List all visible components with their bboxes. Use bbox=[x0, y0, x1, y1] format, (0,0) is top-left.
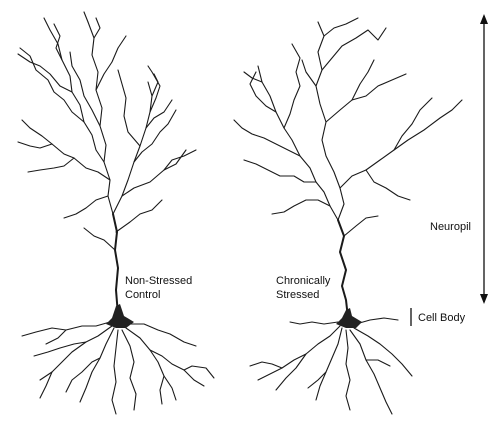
stressed-basal-dendrites bbox=[250, 318, 412, 414]
control-apical-dendrites bbox=[18, 12, 196, 315]
control-cell-body bbox=[106, 304, 134, 328]
stressed-cell-body bbox=[336, 308, 362, 328]
stressed-label-line1: Chronically bbox=[276, 275, 331, 287]
control-label-line2: Control bbox=[125, 289, 160, 301]
neuron-stressed bbox=[234, 18, 462, 414]
stressed-apical-dendrites bbox=[234, 18, 462, 318]
control-label-line1: Non-Stressed bbox=[125, 275, 192, 287]
neuropil-scale-arrow bbox=[480, 14, 488, 304]
neuron-control bbox=[18, 12, 214, 414]
control-basal-dendrites bbox=[22, 322, 214, 414]
neuropil-label: Neuropil bbox=[430, 221, 471, 233]
cell-body-label: Cell Body bbox=[418, 312, 466, 324]
stressed-label-line2: Stressed bbox=[276, 289, 319, 301]
